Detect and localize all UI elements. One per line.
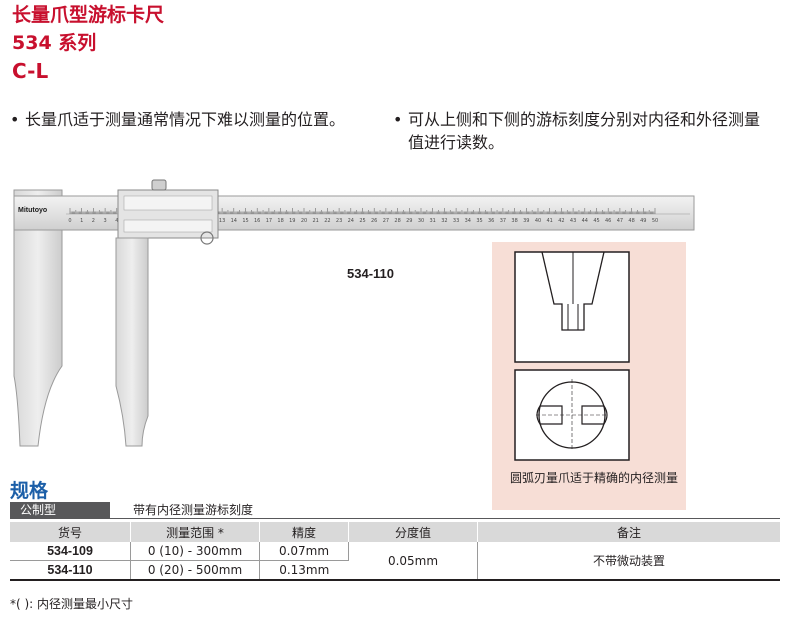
scale-number: 0	[68, 218, 71, 224]
cell-accuracy: 0.13mm	[259, 560, 349, 581]
scale-number: 21	[313, 218, 319, 224]
col-header-model: 货号	[10, 522, 131, 542]
scale-number: 14	[231, 218, 237, 224]
scale-number: 38	[511, 218, 517, 224]
scale-number: 45	[593, 218, 599, 224]
scale-number: 27	[383, 218, 389, 224]
fixed-jaw	[13, 189, 63, 447]
scale-number: 34	[465, 218, 471, 224]
scale-number: 13	[219, 218, 225, 224]
scale-number: 33	[453, 218, 459, 224]
scale-number: 26	[371, 218, 377, 224]
table-row: 534-109 0 (10) - 300mm 0.07mm 0.05mm 不带微…	[10, 542, 780, 581]
jaw-tip-outline	[541, 251, 605, 331]
table-header-row: 货号 测量范围 * 精度 分度值 备注	[10, 522, 780, 542]
brand-logo: Mitutoyo	[18, 207, 47, 214]
scale-number: 35	[476, 218, 482, 224]
scale-number: 15	[242, 218, 248, 224]
cell-range: 0 (10) - 300mm	[130, 542, 260, 561]
spec-divider	[10, 518, 780, 519]
scale-number: 46	[605, 218, 611, 224]
scale-number: 39	[523, 218, 529, 224]
scale-number: 48	[628, 218, 634, 224]
col-header-resolution: 分度值	[348, 522, 478, 542]
col-header-accuracy: 精度	[259, 522, 349, 542]
model-label: 534-110	[347, 266, 394, 281]
beam-scale-numbers: 0123456789101112131415161718192021222324…	[68, 218, 658, 224]
feature-bullet-1: • 长量爪适于测量通常情况下难以测量的位置。	[10, 108, 382, 131]
series-title: 534 系列	[12, 32, 97, 54]
scale-number: 42	[558, 218, 564, 224]
cell-accuracy: 0.07mm	[259, 542, 349, 561]
scale-number: 49	[640, 218, 646, 224]
scale-number: 25	[359, 218, 365, 224]
series-code: C-L	[12, 59, 49, 83]
feature-text: 长量爪适于测量通常情况下难以测量的位置。	[25, 110, 346, 129]
col-header-range: 测量范围 *	[130, 522, 260, 542]
scale-number: 28	[394, 218, 400, 224]
jaw-detail-drawing	[514, 251, 630, 461]
metric-tag: 公制型	[10, 502, 110, 518]
moving-jaw	[115, 237, 149, 447]
scale-number: 50	[652, 218, 658, 224]
jaw-tip-right	[581, 405, 608, 425]
scale-number: 36	[488, 218, 494, 224]
scale-number: 32	[441, 218, 447, 224]
scale-number: 17	[266, 218, 272, 224]
scale-number: 2	[92, 218, 95, 224]
scale-number: 31	[430, 218, 436, 224]
jaw-tip-left	[536, 405, 563, 425]
scale-number: 22	[324, 218, 330, 224]
cell-model: 534-110	[10, 560, 131, 581]
scale-number: 40	[535, 218, 541, 224]
scale-number: 20	[301, 218, 307, 224]
cell-range: 0 (20) - 500mm	[130, 560, 260, 581]
cell-remarks: 不带微动装置	[477, 542, 780, 581]
clamp-screw	[151, 179, 167, 191]
scale-number: 18	[277, 218, 283, 224]
bullet-mark: •	[10, 110, 20, 129]
scale-number: 19	[289, 218, 295, 224]
scale-number: 24	[348, 218, 354, 224]
scale-number: 4	[115, 218, 118, 224]
scale-number: 41	[547, 218, 553, 224]
scale-number: 16	[254, 218, 260, 224]
scale-number: 3	[104, 218, 107, 224]
scale-number: 1	[80, 218, 83, 224]
scale-number: 43	[570, 218, 576, 224]
bullet-mark: •	[393, 110, 403, 129]
detail-frame-top	[514, 251, 630, 363]
footnote: *( ): 内径测量最小尺寸	[10, 597, 134, 611]
metric-description: 带有内径测量游标刻度	[133, 503, 254, 517]
scale-number: 30	[418, 218, 424, 224]
detail-caption: 圆弧刃量爪适于精确的内径测量	[510, 471, 679, 485]
scale-number: 47	[617, 218, 623, 224]
cell-model: 534-109	[10, 542, 131, 561]
jaw-detail-panel: 圆弧刃量爪适于精确的内径测量	[492, 242, 686, 510]
spec-table: 货号 测量范围 * 精度 分度值 备注 534-109 0 (10) - 300…	[10, 522, 780, 581]
product-title: 长量爪型游标卡尺	[12, 4, 165, 26]
cell-resolution: 0.05mm	[348, 542, 478, 581]
scale-number: 23	[336, 218, 342, 224]
table-row: 534-110 0 (20) - 500mm 0.13mm	[10, 560, 780, 581]
feature-text: 可从上侧和下侧的游标刻度分别对内径和外径测量值进行读数。	[408, 110, 761, 152]
scale-number: 44	[582, 218, 588, 224]
caliper-illustration: 0123456789101112131415161718192021222324…	[13, 179, 695, 447]
col-header-remarks: 备注	[477, 522, 780, 542]
feature-bullet-2: • 可从上侧和下侧的游标刻度分别对内径和外径测量值进行读数。	[393, 108, 763, 154]
scale-number: 37	[500, 218, 506, 224]
scale-number: 29	[406, 218, 412, 224]
spec-title: 规格	[10, 480, 49, 502]
